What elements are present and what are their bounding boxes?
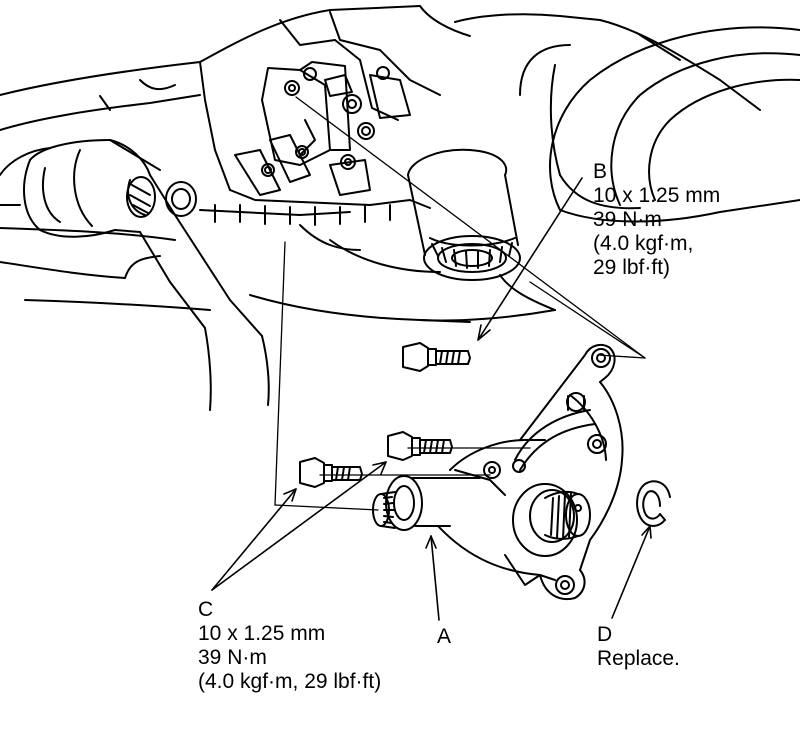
- callout-a-letter: A: [437, 625, 452, 648]
- callout-b-torque-nm: 39 N·m: [593, 208, 662, 231]
- callout-b-letter: B: [593, 160, 608, 183]
- arrow-b: [477, 177, 583, 341]
- snap-ring-d: [636, 480, 671, 527]
- bolt-c-upper: [387, 431, 453, 461]
- callout-d: D Replace.: [597, 623, 680, 671]
- callout-b-spec: 10 x 1.25 mm: [593, 184, 721, 207]
- callout-b-torque-kgf: (4.0 kgf·m,: [593, 232, 694, 255]
- driveshaft: [23, 139, 270, 411]
- flywheel-housing: [549, 26, 800, 223]
- arrow-a: [425, 535, 440, 621]
- callout-c: C 10 x 1.25 mm 39 N·m (4.0 kgf·m, 29 lbf…: [198, 598, 381, 694]
- callout-b-torque-lbf: 29 lbf·ft): [593, 256, 671, 279]
- arrow-d: [611, 525, 652, 619]
- callout-c-torque-nm: 39 N·m: [198, 646, 267, 669]
- bolt-b: [402, 342, 471, 372]
- oil-filter: [407, 148, 521, 281]
- callout-a: A: [437, 625, 451, 649]
- callout-d-letter: D: [597, 623, 613, 646]
- callout-c-torque-other: (4.0 kgf·m, 29 lbf·ft): [198, 670, 382, 693]
- callout-b: B 10 x 1.25 mm 39 N·m (4.0 kgf·m, 29 lbf…: [593, 160, 720, 280]
- bolt-c-lower: [299, 457, 363, 488]
- arrow-c: [211, 461, 387, 591]
- callout-c-letter: C: [198, 598, 214, 621]
- intermediate-shaft-assembly: [372, 343, 624, 600]
- callout-d-note: Replace.: [597, 647, 680, 670]
- callout-c-spec: 10 x 1.25 mm: [198, 622, 326, 645]
